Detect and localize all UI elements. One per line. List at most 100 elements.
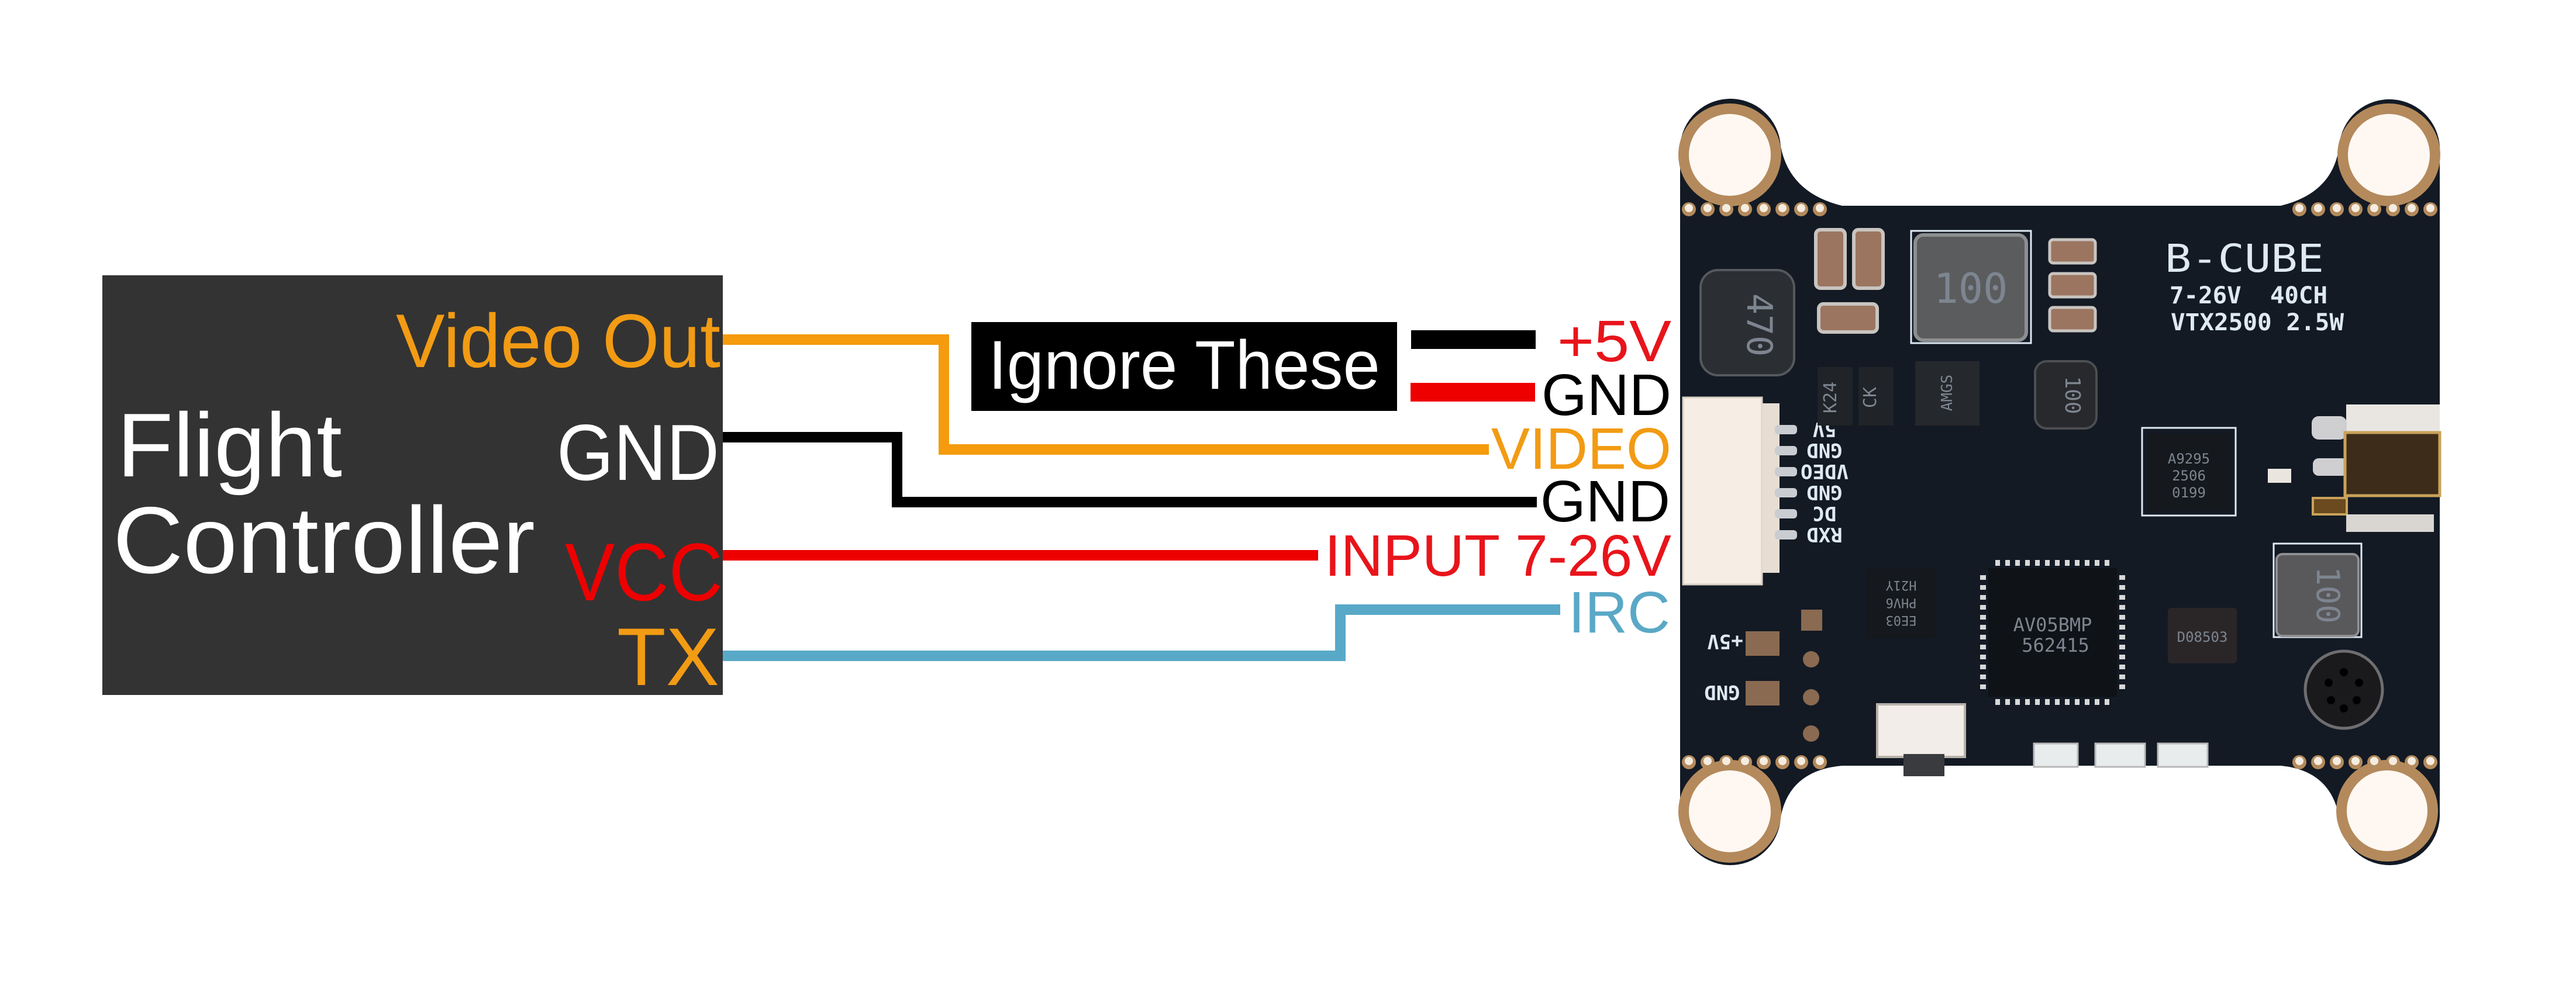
castellated-pad-hole bbox=[1722, 757, 1730, 765]
chip-pad bbox=[2095, 560, 2099, 566]
pcb-outline bbox=[1680, 98, 2440, 866]
board-spec-line2: VTX2500 2.5W bbox=[2171, 309, 2344, 336]
chip-pad bbox=[2119, 605, 2125, 610]
board-spec-line1: 7-26V 40CH bbox=[2170, 282, 2327, 309]
pad-gnd bbox=[1746, 681, 1780, 706]
castellated-pad-hole bbox=[2389, 204, 2397, 212]
resistor bbox=[2268, 469, 2291, 483]
chip-pad bbox=[2119, 675, 2125, 679]
chip-pad bbox=[2119, 645, 2125, 649]
castellated-pad-hole bbox=[1703, 204, 1712, 212]
castellated-pad-hole bbox=[1816, 757, 1824, 765]
ignore-note: Ignore These +5V GND bbox=[971, 309, 1671, 428]
mic-hole bbox=[2325, 679, 2333, 687]
qfn-chip bbox=[1867, 569, 1936, 638]
castellated-pad-hole bbox=[2426, 757, 2434, 765]
label-plus5v: +5V bbox=[1557, 309, 1671, 374]
mmcx-body bbox=[2343, 431, 2441, 497]
castellated-pad-hole bbox=[1797, 204, 1805, 212]
chip-pad bbox=[1980, 615, 1986, 620]
connector-pin-label: DC bbox=[1813, 502, 1837, 525]
castellated-pad-hole bbox=[2314, 757, 2322, 765]
diode-k24 bbox=[1818, 367, 1853, 426]
inductor-right-marking: 100 bbox=[2309, 566, 2346, 624]
jst-pin bbox=[1775, 446, 1797, 455]
castellated-pad-hole bbox=[1722, 204, 1730, 212]
mounting-hole-top-left-bore bbox=[1689, 114, 1771, 196]
chip-pad bbox=[2015, 560, 2020, 566]
mic-hole bbox=[2327, 696, 2335, 704]
diode-ck bbox=[1858, 367, 1894, 426]
label-video: VIDEO bbox=[1491, 416, 1671, 482]
castellated-pad-hole bbox=[2370, 204, 2378, 212]
flight-controller: Flight Controller Video Out GND VCC TX bbox=[102, 275, 723, 703]
jst-pin bbox=[1775, 509, 1797, 518]
chip-pad bbox=[2119, 684, 2125, 689]
capacitor bbox=[2048, 238, 2097, 265]
ic-amgs bbox=[1915, 361, 1980, 426]
connector-pin-label: GND bbox=[1806, 480, 1842, 504]
chip-pad bbox=[1980, 635, 1986, 639]
castellated-pad-hole bbox=[1760, 757, 1768, 765]
inductor-470-marking: 470 bbox=[1739, 293, 1780, 357]
qfn-chip-marking-1: H21Y bbox=[1886, 577, 1917, 592]
chip-pad bbox=[2105, 699, 2109, 705]
rf-chip-marking-2: 2506 bbox=[2172, 468, 2206, 484]
rf-chip-marking-3: 0199 bbox=[2172, 485, 2206, 501]
castellated-pad-hole bbox=[1760, 204, 1768, 212]
chip-pad bbox=[2045, 699, 2050, 705]
castellated-pad-hole bbox=[1685, 204, 1693, 212]
castellated-pad-hole bbox=[2389, 757, 2397, 765]
castellated-pad-hole bbox=[1741, 757, 1749, 765]
castellated-pad-hole bbox=[2408, 757, 2416, 765]
rf-chip bbox=[2147, 434, 2230, 511]
chip-pad bbox=[2055, 560, 2060, 566]
mic-hole bbox=[2340, 704, 2348, 713]
castellated-pad-hole bbox=[2295, 204, 2303, 212]
mmcx-pin bbox=[2313, 458, 2348, 476]
mounting-hole-bottom-right-bore bbox=[2347, 770, 2427, 851]
connector-pin-label: VDEO bbox=[1801, 459, 1849, 483]
chip-pad bbox=[2005, 699, 2010, 705]
jst-pin bbox=[1775, 530, 1797, 540]
chip-pad bbox=[1980, 665, 1986, 669]
castellated-pad-hole bbox=[2295, 757, 2303, 765]
qfn-chip-marking-2: PHV6 bbox=[1886, 595, 1917, 610]
led-3 bbox=[2157, 742, 2209, 768]
castellated-pad-hole bbox=[1797, 757, 1805, 765]
chip-pad bbox=[1980, 605, 1986, 610]
jst-pin bbox=[1775, 467, 1797, 476]
castellated-pad-hole bbox=[1741, 204, 1749, 212]
pad-label-plus5v: +5V bbox=[1707, 630, 1743, 653]
inductor-100-small-marking: 100 bbox=[2060, 376, 2084, 414]
led-1 bbox=[2033, 742, 2079, 768]
inductor-100-outline bbox=[1910, 230, 2032, 344]
chip-pad bbox=[2119, 615, 2125, 620]
chip-pad bbox=[2025, 699, 2030, 705]
chip-pad bbox=[2095, 699, 2099, 705]
label-input: INPUT 7-26V bbox=[1325, 523, 1671, 589]
chip-d08503 bbox=[2168, 608, 2237, 663]
jst-pin bbox=[1775, 425, 1797, 434]
castellated-pad-hole bbox=[1778, 204, 1787, 212]
mounting-hole-top-right-bore bbox=[2348, 114, 2430, 196]
bottom-button bbox=[1903, 754, 1944, 776]
mounting-holes bbox=[1678, 103, 2440, 863]
mmcx-pin bbox=[2312, 416, 2347, 440]
led-2 bbox=[2094, 742, 2146, 768]
chip-pad bbox=[2119, 625, 2125, 630]
chip-pad bbox=[2085, 560, 2089, 566]
chip-pad bbox=[2119, 595, 2125, 600]
capacitor bbox=[2048, 306, 2097, 333]
castellated-pad-hole bbox=[1685, 757, 1693, 765]
vtx-pin-labels: VIDEO GND INPUT 7-26V IRC bbox=[1325, 416, 1671, 645]
chip-pad bbox=[1995, 560, 2000, 566]
chip-pad bbox=[1980, 595, 1986, 600]
castellated-pad-hole bbox=[2333, 757, 2341, 765]
board-brand: B-CUBE bbox=[2165, 236, 2324, 281]
bottom-connector bbox=[1876, 703, 1966, 758]
chip-pad bbox=[1980, 575, 1986, 580]
main-chip bbox=[1988, 568, 2117, 697]
castellated-pad-hole bbox=[1816, 204, 1824, 212]
